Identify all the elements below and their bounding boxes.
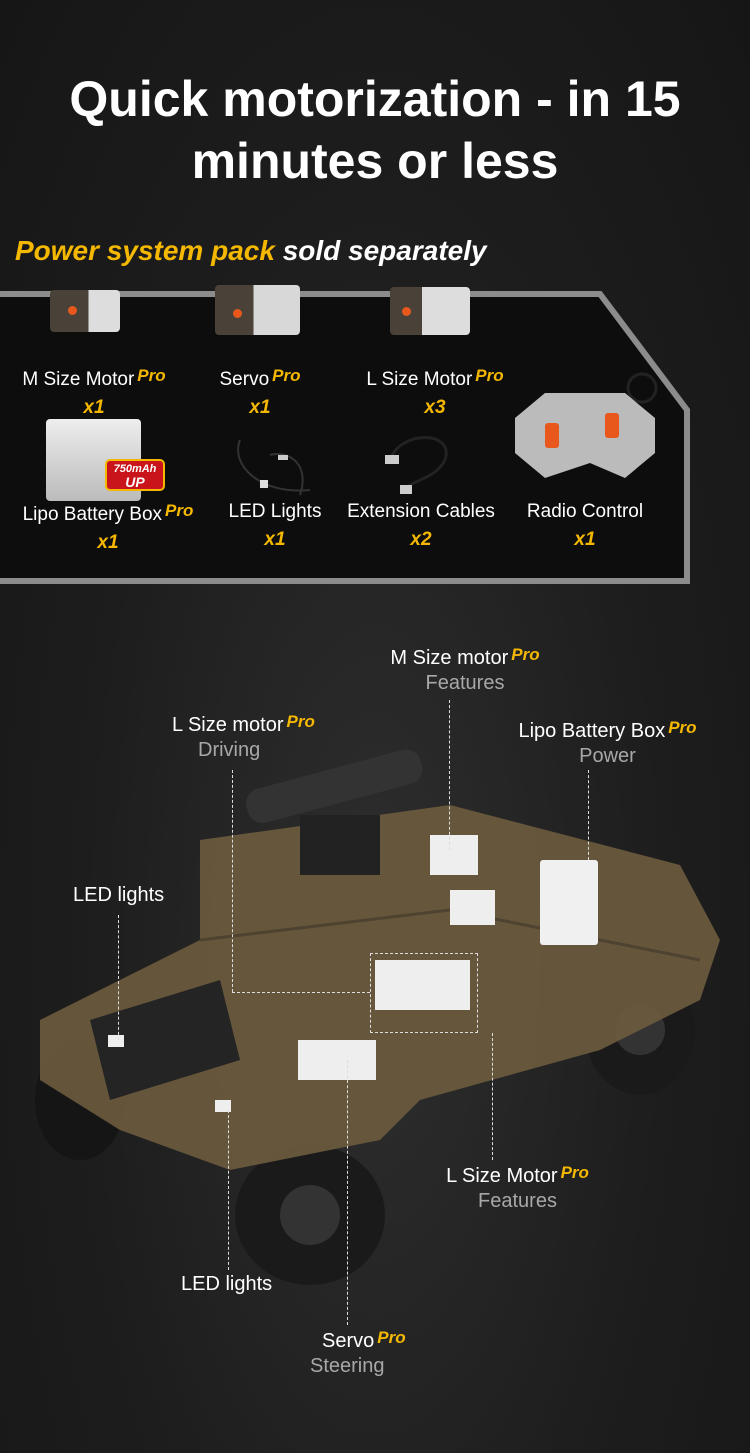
callout-led-lights-lower: LED lights: [181, 1273, 273, 1295]
m-motor-image: [50, 290, 120, 332]
servo-image: [215, 285, 300, 335]
callout-led-lights-front: LED lights: [73, 884, 165, 906]
led-lights-image: [237, 439, 311, 496]
l-motor-image: [390, 287, 470, 335]
radio-control-image: [515, 372, 658, 478]
product-panel: [0, 291, 690, 584]
extension-cable-image: [385, 436, 448, 494]
vehicle-image: [35, 749, 720, 1285]
battery-badge: 750mAh UP: [105, 459, 165, 491]
subheadline: Power system pack sold separately: [15, 235, 487, 266]
headline: Quick motorization - in 15 minutes or le…: [69, 71, 681, 189]
